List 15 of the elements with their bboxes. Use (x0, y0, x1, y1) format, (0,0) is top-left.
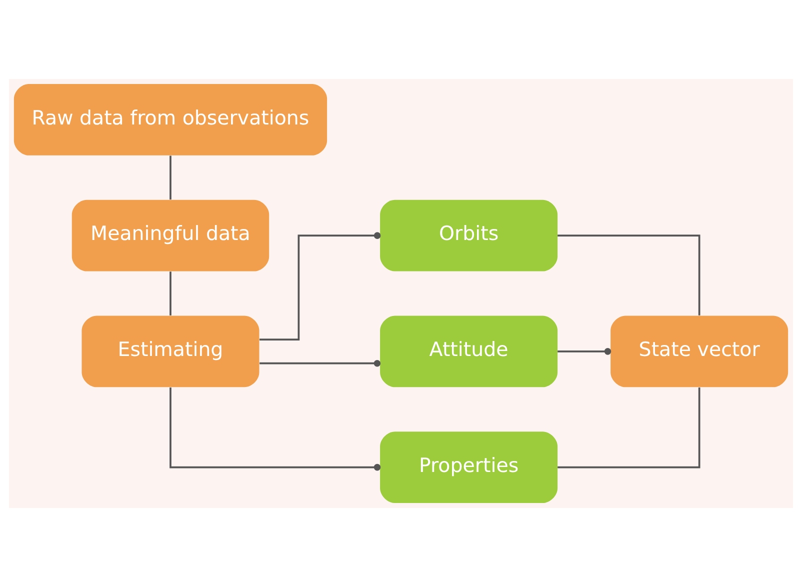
connector (557, 234, 700, 315)
connector (259, 359, 380, 366)
connector (169, 386, 380, 470)
connector (259, 232, 380, 340)
node-box: Attitude (380, 315, 558, 387)
connector (169, 271, 171, 315)
node-box: Properties (380, 431, 558, 503)
node-box: Raw data from observations (13, 83, 327, 155)
node-box: Meaningful data (71, 199, 269, 271)
connector (557, 386, 700, 468)
node-box: Estimating (81, 315, 259, 387)
connector (169, 155, 171, 200)
node-box: State vector (610, 315, 788, 387)
connector (557, 348, 611, 354)
node-box: Orbits (380, 199, 558, 271)
